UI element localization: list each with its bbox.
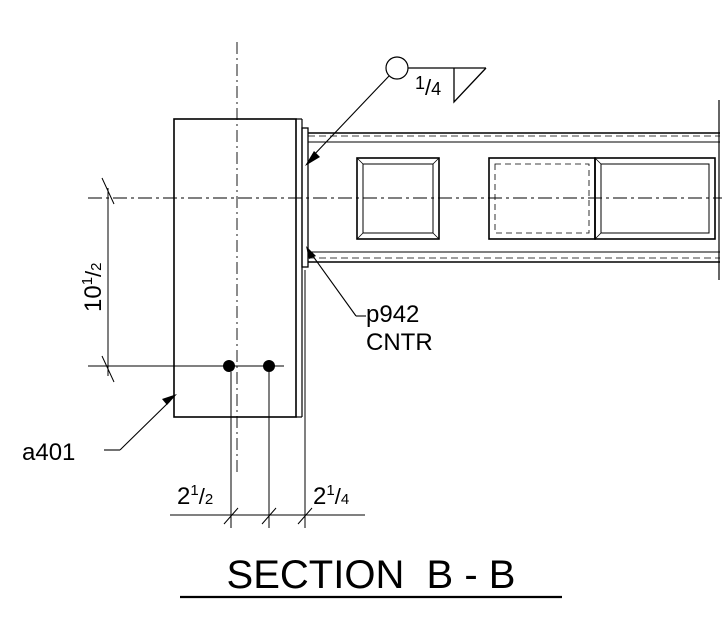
beam-opening-1 xyxy=(356,157,440,240)
column-block xyxy=(173,118,303,418)
bolt-hole-2 xyxy=(263,360,275,372)
beam xyxy=(308,100,720,280)
shear-plate xyxy=(301,127,309,268)
dimension-bolt-to-face-label: 21/2 xyxy=(177,482,213,510)
plate-label: p942 xyxy=(366,301,419,328)
plate-leader xyxy=(306,246,366,317)
plate-note-label: CNTR xyxy=(366,329,433,356)
bolt-hole-1 xyxy=(223,360,235,372)
section-title: SECTION B - B xyxy=(227,553,516,597)
vertical-dimension xyxy=(101,177,115,383)
angle-label: a401 xyxy=(22,439,75,466)
weld-leader-arrowhead xyxy=(305,151,320,166)
weld-symbol xyxy=(305,56,487,166)
fillet-weld-icon xyxy=(453,67,487,104)
vertical-dimension-label: 101/2 xyxy=(79,262,107,312)
horizontal-dimension xyxy=(170,270,365,528)
beam-opening-2 xyxy=(488,157,596,240)
dimension-face-gap-label: 21/4 xyxy=(313,482,349,510)
beam-opening-3 xyxy=(594,157,716,240)
angle-leader xyxy=(104,394,177,451)
weld-all-around-circle xyxy=(385,56,409,80)
weld-size-label: 1/4 xyxy=(415,73,441,100)
